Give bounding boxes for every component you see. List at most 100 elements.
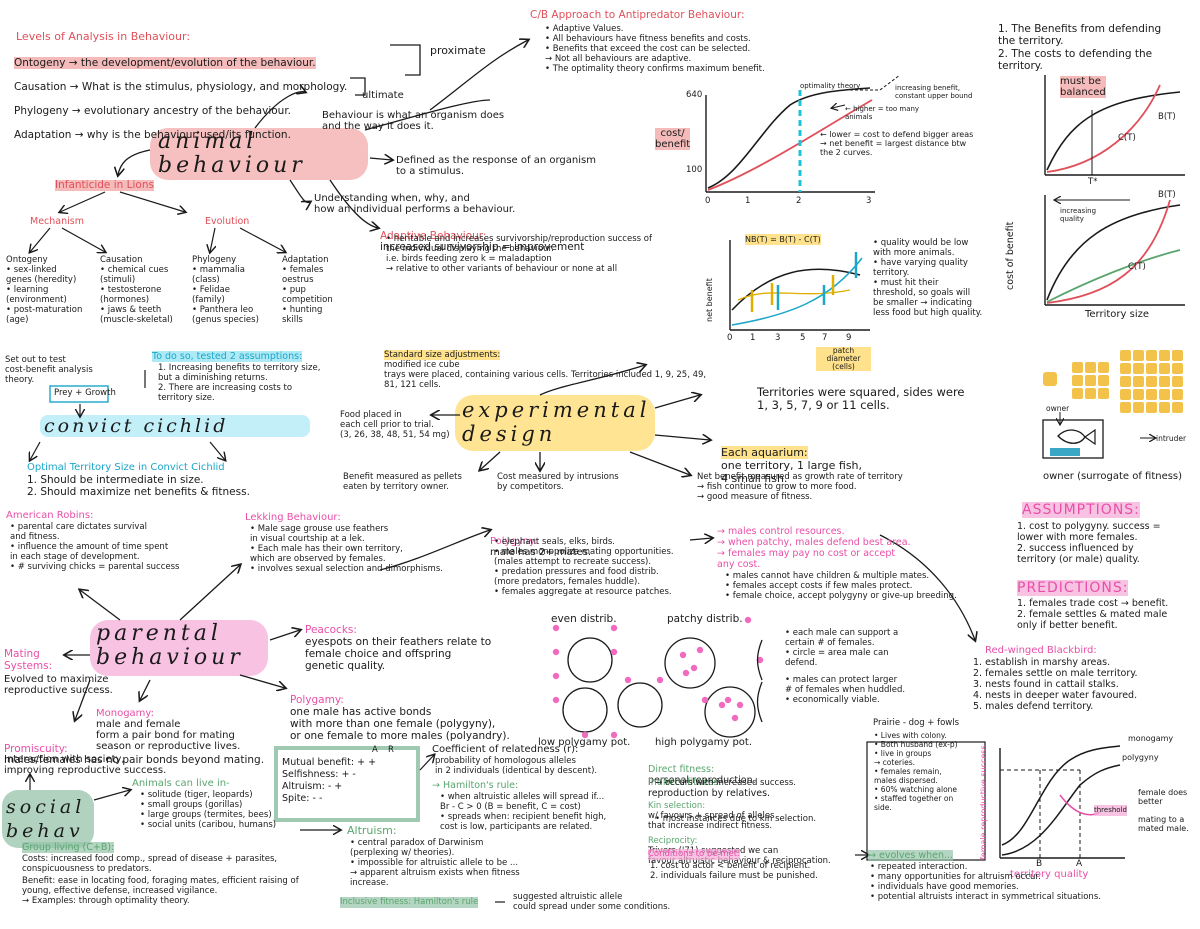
territory-cell xyxy=(1172,376,1183,387)
intruder-label: intruder xyxy=(1156,434,1187,443)
female-dot xyxy=(724,696,732,704)
assumptions-title: ASSUMPTIONS: xyxy=(1022,502,1140,518)
standard-size-rest: modified ice cube trays were placed, con… xyxy=(384,360,707,390)
mating-systems-title: Mating Systems: xyxy=(4,648,53,672)
parental-highlight xyxy=(90,620,268,676)
direct-fitness-title: Direct fitness: xyxy=(648,764,715,775)
kin-title: Kin selection: xyxy=(648,801,706,811)
altruism-title: Altruism: xyxy=(347,824,397,837)
animals-live-lines: • solitude (tiger, leopards) • small gro… xyxy=(140,790,277,830)
territory-ct-top: C(T) xyxy=(1118,133,1136,143)
distrib-notes-1: • each male can support a certain # of f… xyxy=(785,628,899,668)
territory-cell xyxy=(1120,376,1131,387)
monogamy-title: Monogamy: xyxy=(96,708,154,719)
polygyny-lines: • elephant seals, elks, birds. • males m… xyxy=(494,537,674,597)
territory-cell xyxy=(1159,402,1170,413)
animal-def-1: Behaviour is what an organism does and t… xyxy=(322,110,505,132)
territory-cell xyxy=(1133,350,1144,361)
causation-list: Causation • chemical cues (stimuli) • te… xyxy=(100,255,173,325)
territory-cell xyxy=(1159,389,1170,400)
territory-cell xyxy=(1120,350,1131,361)
high-polygamy-label: high polygamy pot. xyxy=(655,737,753,748)
female-dot xyxy=(610,624,618,632)
evolution-label: Evolution xyxy=(205,216,250,227)
territory-ct-bottom: C(T) xyxy=(1128,262,1146,272)
bb-a-label: A xyxy=(1076,859,1083,869)
low-polygamy-label: low polygamy pot. xyxy=(538,737,631,748)
female-dot xyxy=(701,696,709,704)
parental-behaviour-title: parental behaviour xyxy=(96,621,244,670)
polygyny-right: → males control resources. → when patchy… xyxy=(717,526,911,570)
kin-note: • most instances due to kin selection. xyxy=(655,814,817,824)
cichlid-intro: Set out to test cost-benefit analysis th… xyxy=(5,355,93,385)
territory-cell xyxy=(1133,376,1144,387)
territory-cell xyxy=(1133,389,1144,400)
level-causation: Causation → What is the stimulus, physio… xyxy=(14,81,348,93)
evolves-title: → evolves when... xyxy=(868,850,954,861)
assumptions-lines: 1. cost to polygyny. success = lower wit… xyxy=(1017,521,1161,565)
infanticide-title: Infanticide in Lions xyxy=(55,179,154,191)
territory-graph-top xyxy=(1044,75,1185,176)
female-dot xyxy=(696,646,704,654)
proximate-label: proximate xyxy=(430,44,486,57)
territory-cell xyxy=(1172,363,1183,374)
territory-cell xyxy=(1120,389,1131,400)
territory-grid xyxy=(1043,350,1183,413)
territory-cell xyxy=(1085,375,1096,386)
territory-line-1: 1. The Benefits from defending the terri… xyxy=(998,23,1162,47)
female-dot xyxy=(552,648,560,656)
prey-growth-box: Prey + Growth xyxy=(54,388,116,398)
group-benefit: Benefit: ease in locating food, foraging… xyxy=(22,876,299,906)
territory-cell xyxy=(1146,376,1157,387)
owner-note: owner (surrogate of fitness) xyxy=(1043,471,1183,482)
animals-live-title: Animals can live in- xyxy=(132,778,230,789)
mechanism-label: Mechanism xyxy=(30,216,84,227)
group-living-title: Group living (C+B): xyxy=(22,842,115,853)
promiscuity-note: Promiscuity: males/females has no pair b… xyxy=(4,733,264,766)
female-dot xyxy=(731,714,739,722)
territory-cell xyxy=(1133,402,1144,413)
female-dot xyxy=(679,651,687,659)
animal-def-2: Defined as the response of an organism t… xyxy=(396,155,596,177)
adaptive-x-0: 0 xyxy=(727,333,733,343)
bb-b-label: B xyxy=(1036,859,1043,869)
reciprocity: Reciprocity: Trivers ('71) suggested we … xyxy=(648,826,868,866)
cichlid-conclusions: 1. Should be intermediate in size. 2. Sh… xyxy=(27,474,250,498)
female-dot xyxy=(756,656,764,664)
experimental-highlight xyxy=(455,395,655,451)
promiscuity-rest: males/females has no pair bonds beyond m… xyxy=(4,754,265,766)
polygamy-title: Polygamy: xyxy=(290,694,344,706)
peacocks-rest: eyespots on their feathers relate to fem… xyxy=(305,636,492,672)
evolves-lines: • repeated interaction. • many opportuni… xyxy=(870,862,1101,902)
territory-cell xyxy=(1159,376,1170,387)
prairie-lines: • Lives with colony. • Both husband (ex-… xyxy=(874,731,958,812)
optimal-territory-title: Optimal Territory Size in Convict Cichli… xyxy=(27,462,225,473)
promiscuity-title: Promiscuity: xyxy=(4,743,68,755)
cichlid-do-so: To do so, tested 2 assumptions: xyxy=(152,351,303,362)
direct-fitness-rest: personal reproduction. xyxy=(648,775,756,786)
distrib-notes-2: • males can protect larger # of females … xyxy=(785,675,906,705)
convict-cichlid-title: convict cichlid xyxy=(44,415,229,437)
female-dot xyxy=(682,669,690,677)
hamilton-lines: • when altruistic alleles will spread if… xyxy=(440,792,607,832)
levels-lines: Ontogeny → the development/evolution of … xyxy=(14,45,414,141)
indirect-fitness-title: Indirect fitness: xyxy=(648,777,722,788)
territory-cell xyxy=(1146,402,1157,413)
cb-x-0: 0 xyxy=(705,196,711,206)
female-dot xyxy=(610,731,618,739)
polygyny-title-rest: male has 2+ mates. xyxy=(490,547,592,558)
indirect-note: → occurs with increased success. xyxy=(655,778,796,788)
female-dot xyxy=(552,624,560,632)
territory-cell xyxy=(1120,402,1131,413)
adaptive-equation: NB(T) = B(T) - C(T) xyxy=(745,234,821,245)
cichlid-assumptions: 1. Increasing benefits to territory size… xyxy=(158,363,321,403)
blackbird-title: Red-winged Blackbird: xyxy=(985,645,1097,656)
interaction-table-box xyxy=(274,746,420,822)
territory-bt-bottom: B(T) xyxy=(1158,190,1176,200)
monogamy-rest: male and female form a pair bond for mat… xyxy=(96,719,241,752)
bb-mating-better: mating to a mated male. xyxy=(1138,815,1189,833)
coef-title: Coefficient of relatedness (r): xyxy=(432,744,579,755)
predictions-title: PREDICTIONS: xyxy=(1017,580,1129,596)
adaptive-notes: • quality would be low with more animals… xyxy=(873,238,983,318)
peacocks-note: Peacocks: eyespots on their feathers rel… xyxy=(305,612,491,672)
